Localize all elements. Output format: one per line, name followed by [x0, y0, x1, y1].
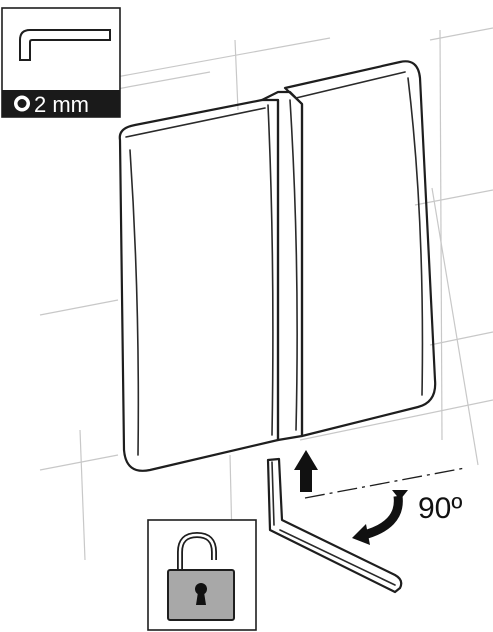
- lock-badge: [147, 519, 257, 631]
- flush-plate: [118, 60, 437, 472]
- rotation-angle-label: 90º: [418, 492, 462, 525]
- tool-size-label: 2 mm: [34, 92, 89, 117]
- hex-socket-icon: [14, 95, 30, 112]
- left-flush-button: [118, 98, 280, 472]
- unlocked-padlock-icon: [167, 531, 235, 621]
- curved-arrow-icon: [352, 490, 408, 545]
- up-arrow-icon: [294, 450, 318, 492]
- tool-badge: 2 mm: [1, 7, 121, 118]
- hex-key: [266, 457, 403, 594]
- hex-key-icon: [19, 29, 111, 61]
- rotation-axis-line: [304, 467, 466, 499]
- right-flush-button: [283, 60, 437, 438]
